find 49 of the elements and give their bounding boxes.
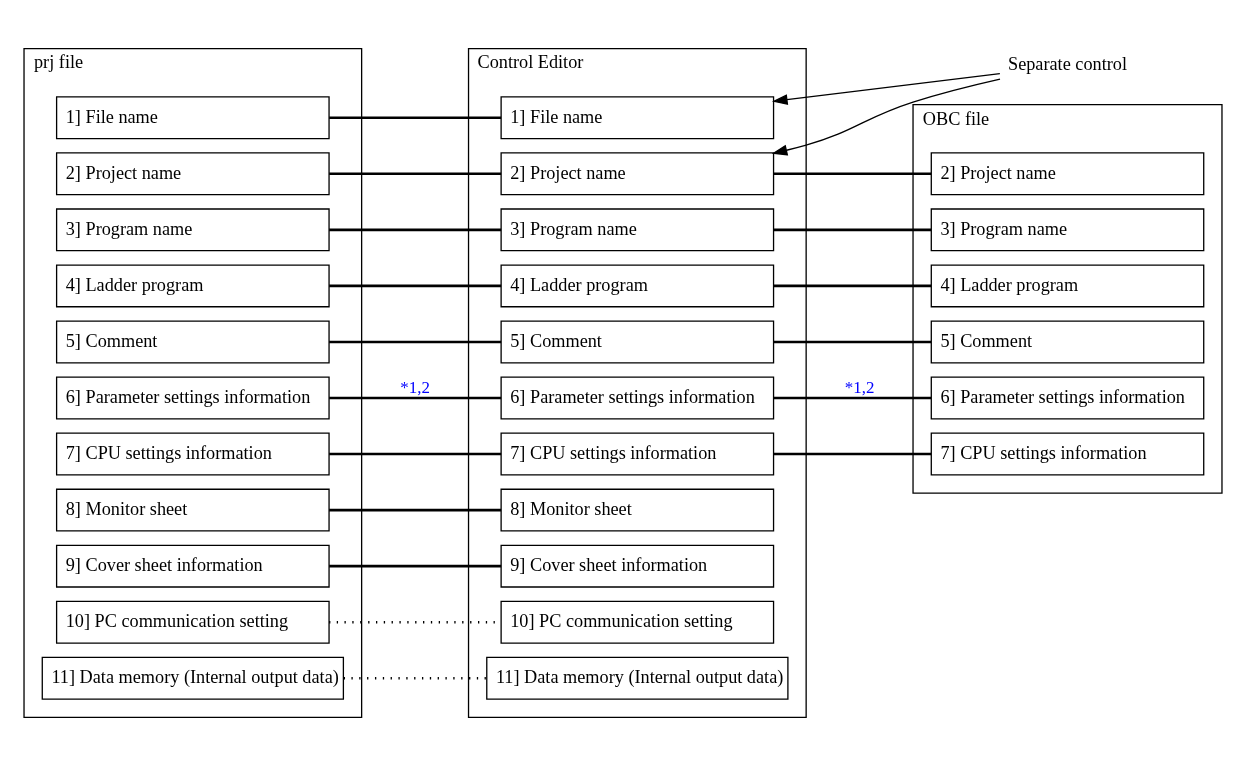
node-box: 4] Ladder program bbox=[55, 263, 330, 307]
node-box: 8] Monitor sheet bbox=[500, 488, 775, 532]
arrow bbox=[771, 72, 1001, 105]
connector bbox=[329, 171, 502, 175]
arrow bbox=[771, 77, 1001, 155]
node-text: Separate control bbox=[1008, 53, 1127, 74]
connector bbox=[329, 396, 502, 399]
node-box: 5] Comment bbox=[55, 319, 330, 363]
node-box: 8] Monitor sheet bbox=[55, 488, 330, 532]
connector bbox=[329, 284, 502, 287]
connector bbox=[773, 228, 932, 231]
node-box: 4] Ladder program bbox=[500, 263, 775, 307]
node-box: 3] Program name bbox=[500, 207, 775, 251]
node-box: 1] File name bbox=[500, 95, 775, 139]
connector bbox=[773, 452, 932, 455]
node-box: 7] CPU settings information bbox=[500, 432, 775, 476]
connector bbox=[773, 340, 932, 343]
connector bbox=[329, 228, 502, 231]
connector bbox=[773, 284, 932, 287]
connector bbox=[329, 508, 502, 511]
node-box: 9] Cover sheet information bbox=[55, 544, 330, 588]
node-box: 2] Project name bbox=[500, 151, 775, 195]
edge-label: *1,2 bbox=[400, 377, 430, 397]
connector bbox=[773, 171, 932, 175]
node-box: 7] CPU settings information bbox=[55, 432, 330, 476]
connector bbox=[343, 676, 487, 680]
node-box: 5] Comment bbox=[930, 319, 1205, 363]
node-box: 3] Program name bbox=[930, 207, 1205, 251]
node-box: 2] Project name bbox=[55, 151, 330, 195]
node-box: 7] CPU settings information bbox=[930, 432, 1205, 476]
node-box: 3] Program name bbox=[55, 207, 330, 251]
node-box: 6] Parameter settings information bbox=[930, 376, 1205, 419]
node-box: 11] Data memory (Internal output data) bbox=[486, 656, 789, 700]
connector bbox=[329, 115, 502, 119]
edge-label: *1,2 bbox=[844, 377, 875, 397]
node-box: 10] PC communication setting bbox=[55, 600, 330, 644]
node-box: 11] Data memory (Internal output data) bbox=[41, 656, 345, 700]
connector bbox=[329, 564, 502, 567]
node-box: 5] Comment bbox=[500, 319, 775, 363]
node-box: 10] PC communication setting bbox=[500, 600, 775, 644]
node-box: 9] Cover sheet information bbox=[500, 544, 775, 588]
node-box: 1] File name bbox=[55, 95, 330, 139]
connector bbox=[773, 396, 932, 399]
connector bbox=[329, 340, 502, 343]
connector bbox=[329, 452, 502, 455]
node-box: 6] Parameter settings information bbox=[500, 376, 775, 419]
node-box: 6] Parameter settings information bbox=[55, 376, 330, 419]
node-box: 4] Ladder program bbox=[930, 263, 1205, 307]
node-box: 2] Project name bbox=[930, 151, 1205, 195]
